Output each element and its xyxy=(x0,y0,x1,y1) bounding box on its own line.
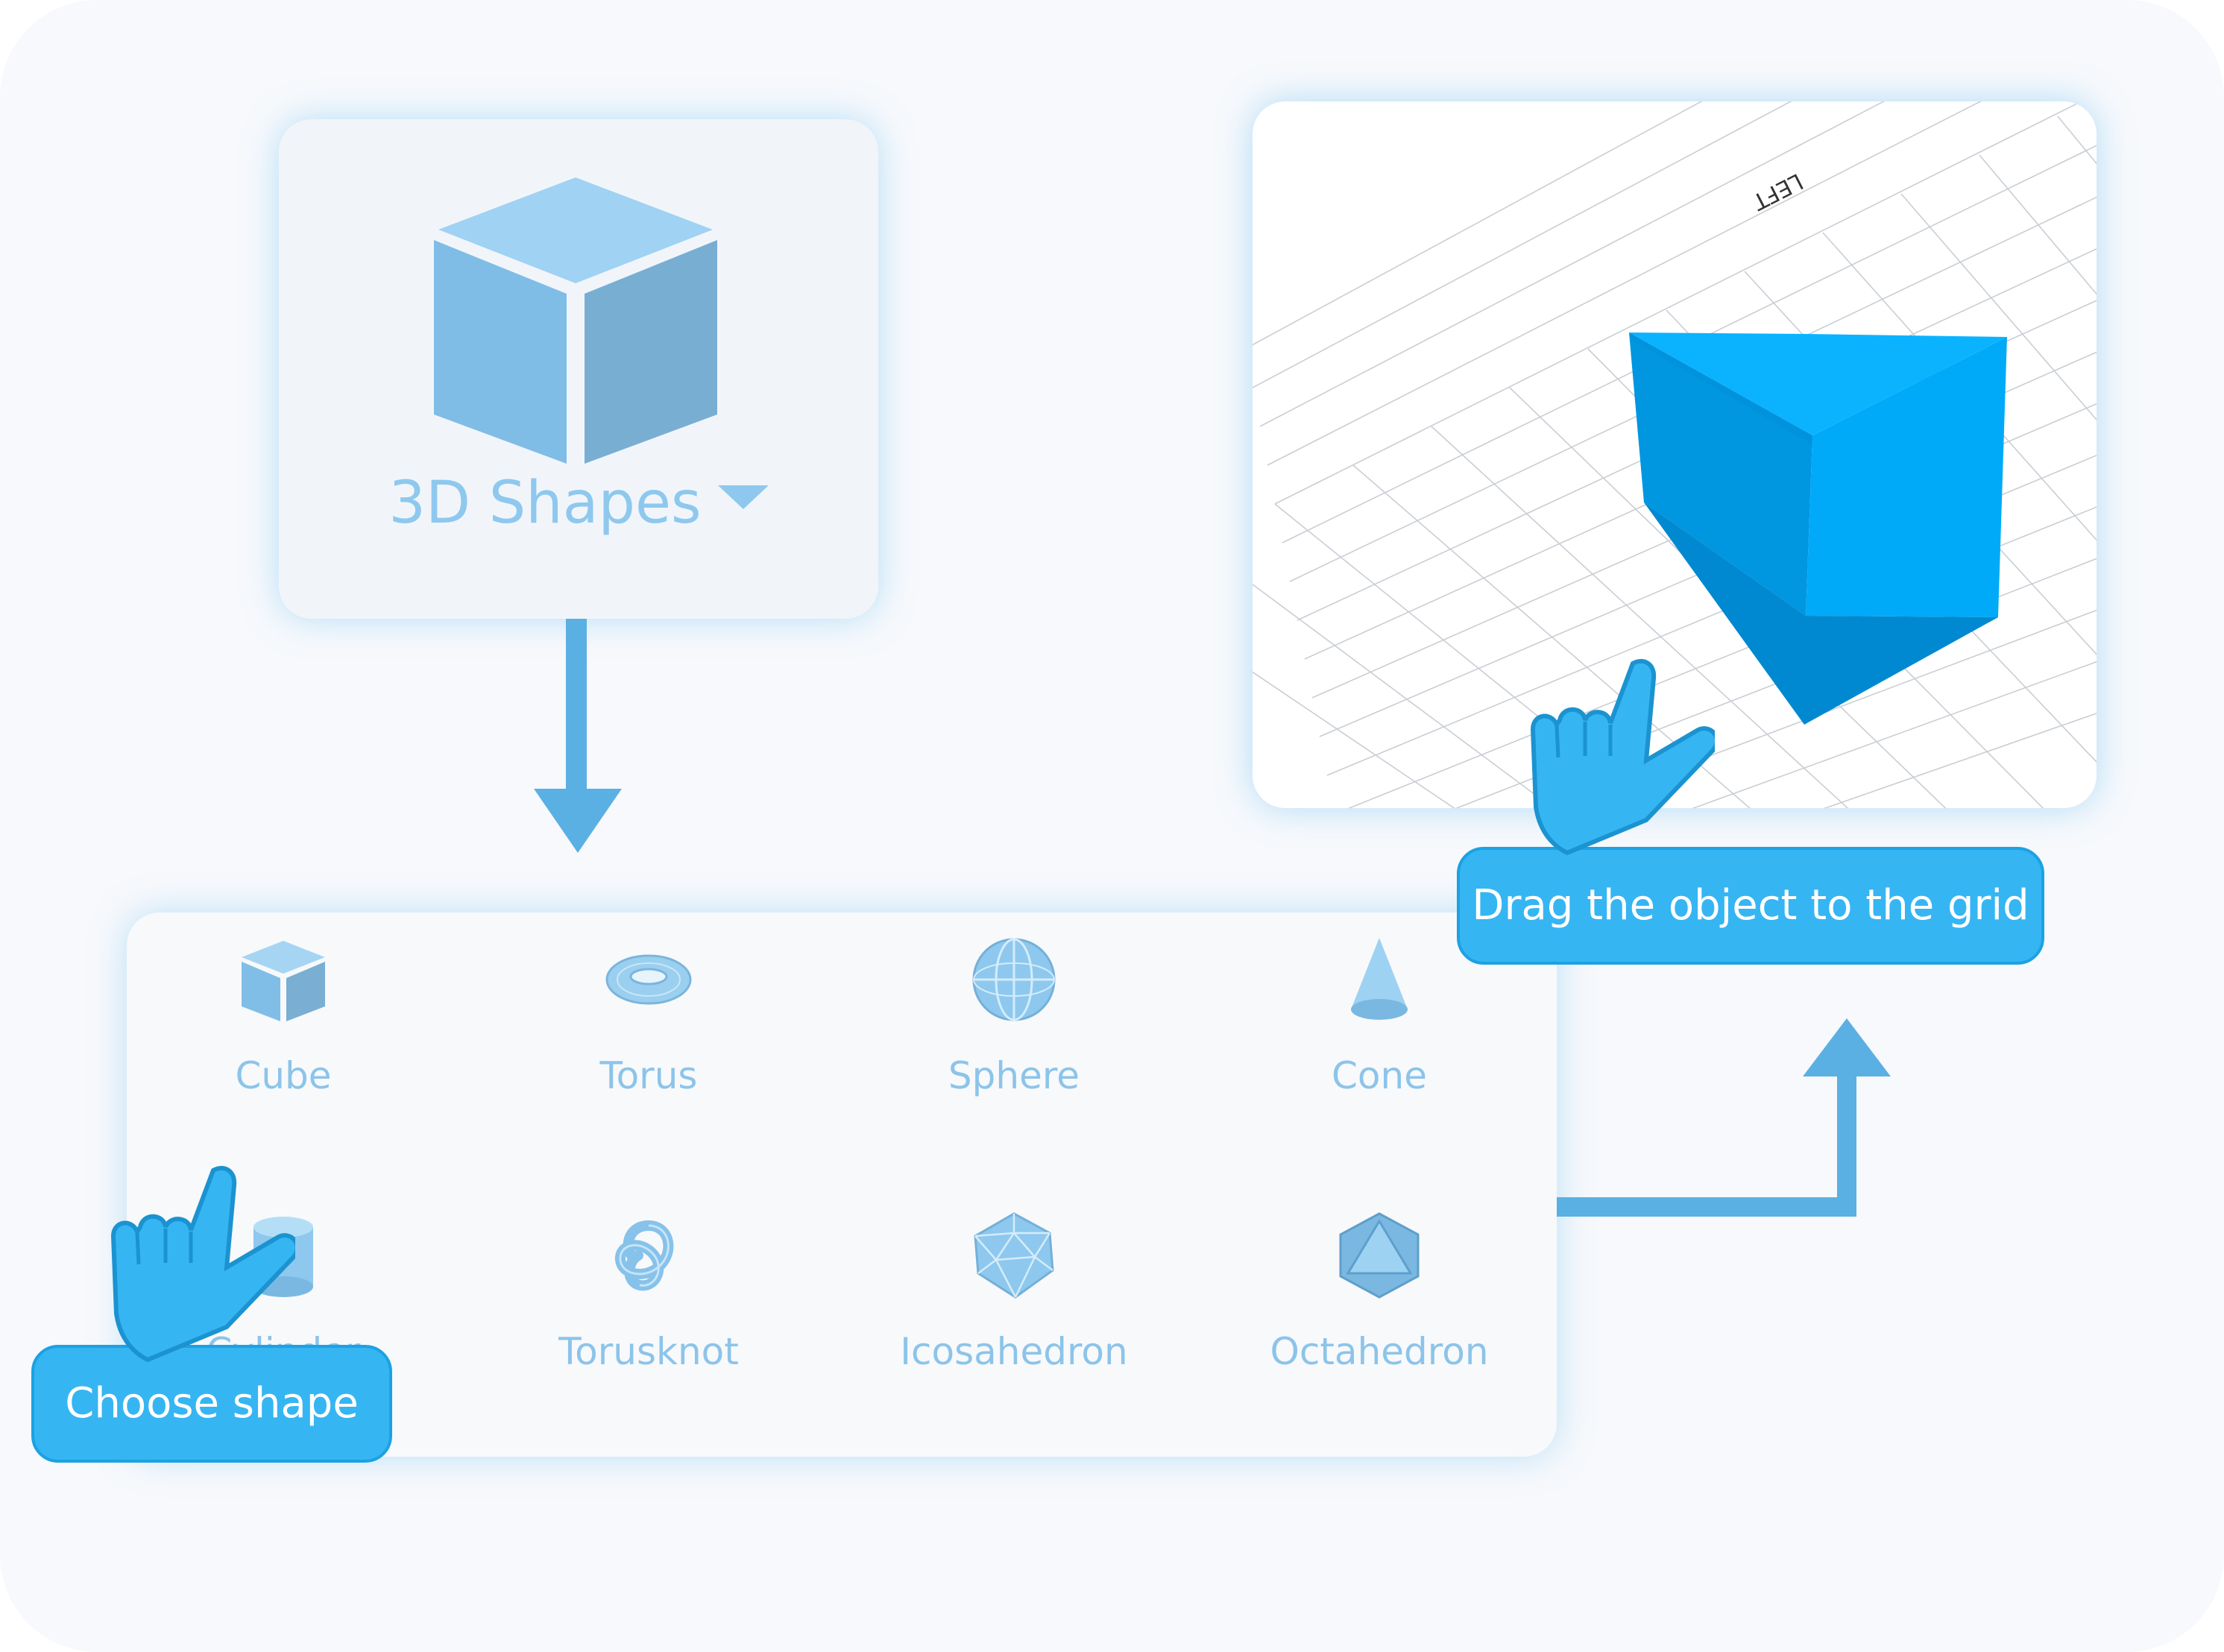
shape-label: Sphere xyxy=(948,1054,1080,1097)
shape-item-sphere[interactable]: Sphere xyxy=(857,935,1171,1158)
cube-icon xyxy=(434,177,717,464)
shapes-menu-label: 3D Shapes xyxy=(279,470,878,537)
hand-pointer-icon xyxy=(110,1165,295,1363)
shape-item-icosahedron[interactable]: Icosahedron xyxy=(857,1211,1171,1434)
callout-choose-shape: Choose shape xyxy=(31,1345,392,1463)
shape-label: Cone xyxy=(1332,1054,1427,1097)
grid-viewport[interactable]: LEFT xyxy=(1253,101,2097,808)
grid-axis-label: LEFT xyxy=(1748,168,1807,215)
caret-down-icon xyxy=(717,485,769,509)
perspective-grid: LEFT xyxy=(1253,101,2097,808)
shape-item-cone[interactable]: Cone xyxy=(1223,935,1536,1158)
shape-label: Torusknot xyxy=(558,1330,739,1373)
torusknot-icon xyxy=(615,1220,674,1291)
shape-label: Octahedron xyxy=(1270,1330,1489,1373)
cube-object[interactable] xyxy=(1629,332,2007,725)
cube-icon xyxy=(242,941,325,1021)
callout-drag: Drag the object to the grid xyxy=(1457,847,2044,965)
shape-label: Torus xyxy=(599,1054,698,1097)
cone-icon xyxy=(1351,938,1408,1020)
shape-item-torus[interactable]: Torus xyxy=(492,935,805,1158)
torus-icon xyxy=(605,954,692,1005)
icosahedron-icon xyxy=(974,1212,1054,1299)
shape-item-cube[interactable]: Cube xyxy=(127,935,440,1158)
shapes-menu-button[interactable]: 3D Shapes xyxy=(279,119,878,619)
arrow-down-icon xyxy=(534,619,622,853)
shape-item-torusknot[interactable]: Torusknot xyxy=(492,1211,805,1434)
shape-item-octahedron[interactable]: Octahedron xyxy=(1223,1211,1536,1434)
shape-label: Cube xyxy=(235,1054,332,1097)
arrow-up-right-icon xyxy=(1557,1018,1891,1217)
octahedron-icon xyxy=(1339,1212,1420,1299)
hand-pointer-icon xyxy=(1530,658,1715,856)
shape-label: Icosahedron xyxy=(900,1330,1128,1373)
sphere-icon xyxy=(972,938,1056,1021)
